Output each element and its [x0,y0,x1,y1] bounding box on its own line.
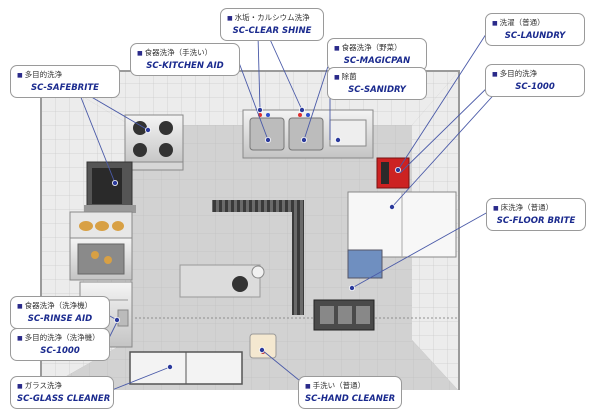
callout-sanidry-product: SC-SANIDRY [348,85,406,95]
callout-sanidry-usage: 除菌 [334,70,420,84]
callout-glass-cleaner-product: SC-GLASS CLEANER [17,394,111,404]
marker-laundry [394,166,401,173]
callout-sc1000-right-usage: 多目的洗浄 [492,67,578,81]
knife-rack [376,157,410,189]
callout-rinse-aid: 食器洗浄（洗浄機） SC-RINSE AID [10,296,110,329]
callout-sc1000-left: 多目的洗浄（洗浄機） SC-1000 [10,328,110,361]
callout-magicpan-product: SC-MAGICPAN [343,56,411,66]
callout-kitchen-aid-product: SC-KITCHEN AID [146,61,224,71]
callout-kitchen-aid-usage: 食器洗浄（手洗い） [137,46,233,60]
callout-glass-cleaner-usage: ガラス洗浄 [17,379,107,393]
leader-clear-shine-2 [267,34,303,111]
marker-magicpan [300,136,307,143]
callout-laundry: 洗濯（普通） SC-LAUNDRY [485,13,585,46]
callout-glass-cleaner: ガラス洗浄 SC-GLASS CLEANER [10,376,114,409]
marker-floor-brite [348,284,355,291]
callout-sc1000-left-product: SC-1000 [40,346,80,356]
prep-table [179,264,265,298]
callout-rinse-aid-product: SC-RINSE AID [27,314,93,324]
leader-laundry [397,27,491,171]
callout-sc1000-left-usage: 多目的洗浄（洗浄機） [17,331,103,345]
marker-sanidry [334,136,341,143]
callout-rinse-aid-usage: 食器洗浄（洗浄機） [17,299,103,313]
callout-floor-brite-product: SC-FLOOR BRITE [496,216,576,226]
marker-clear-shine-2 [298,107,305,114]
marker-glass [166,363,173,370]
callout-floor-brite-usage: 床洗浄（普通） [493,201,579,215]
leader-kitchen-aid [237,59,269,141]
stove [124,114,184,171]
callout-sc1000-right-product: SC-1000 [515,82,555,92]
sink-counter [242,109,374,159]
oven [69,211,133,281]
leader-floor-brite [351,211,489,289]
leader-hand [261,349,306,386]
callout-laundry-usage: 洗濯（普通） [492,16,578,30]
callout-sc1000-right: 多目的洗浄 SC-1000 [485,64,585,97]
floor-mat [129,351,243,385]
marker-rinse-aid [114,316,121,323]
marker-hand [258,346,265,353]
marker-kitchen-aid [264,136,271,143]
callout-laundry-product: SC-LAUNDRY [504,31,566,41]
callout-safebrite: 多目的洗浄 SC-SAFEBRITE [10,65,120,98]
marker-sc1000-r [388,203,395,210]
marker-safebrite-2 [112,179,119,186]
leader-safebrite-2 [87,94,149,131]
drain [313,299,375,331]
callout-clear-shine-product: SC-CLEAR SHINE [232,26,312,36]
callout-hand-cleaner: 手洗い（普通） SC-HAND CLEANER [298,376,402,409]
leader-magicpan [303,59,331,141]
leader-sc1000-r [399,82,493,174]
callout-sanidry: 除菌 SC-SANIDRY [327,67,427,100]
leader-glass [111,366,171,391]
callout-kitchen-aid: 食器洗浄（手洗い） SC-KITCHEN AID [130,43,240,76]
callout-safebrite-usage: 多目的洗浄 [17,68,113,82]
callout-magicpan-usage: 食器洗浄（野菜） [334,41,420,55]
markers [112,107,401,370]
marker-safebrite-1 [144,127,151,134]
callout-floor-brite: 床洗浄（普通） SC-FLOOR BRITE [486,198,586,231]
hand-soap-dispenser [249,333,277,359]
leader-safebrite [79,94,116,184]
callout-hand-cleaner-usage: 手洗い（普通） [305,379,395,393]
callout-clear-shine-usage: 水垢・カルシウム洗浄 [227,11,317,25]
conveyor [212,200,304,315]
leader-sc1000-r-2 [391,87,501,208]
callout-hand-cleaner-product: SC-HAND CLEANER [305,394,396,404]
callout-clear-shine: 水垢・カルシウム洗浄 SC-CLEAR SHINE [220,8,324,41]
callout-safebrite-product: SC-SAFEBRITE [31,83,99,93]
marker-clear-shine-1 [256,107,263,114]
refrigerator [347,191,457,279]
leader-clear-shine [257,34,261,111]
